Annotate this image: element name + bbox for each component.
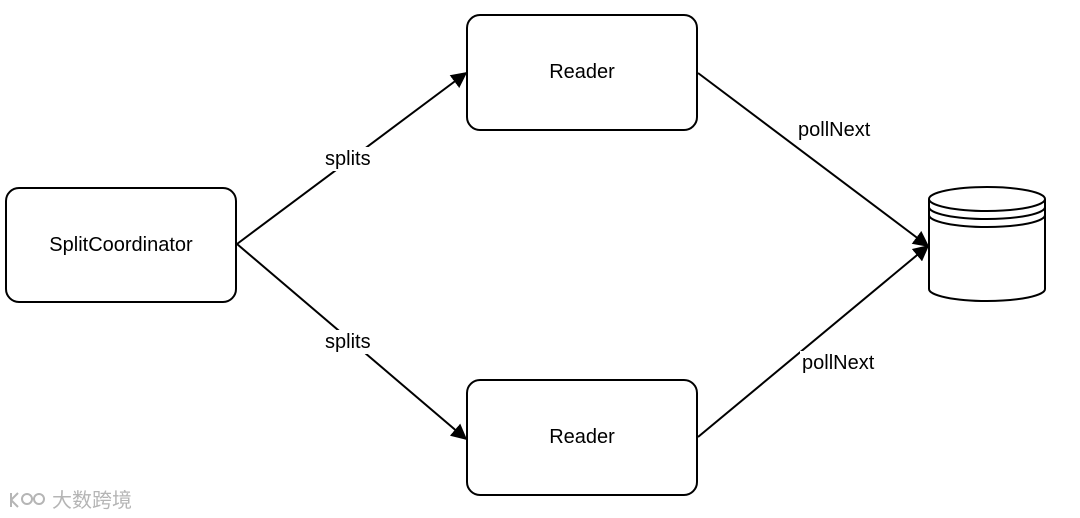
edge-label-pollnext-top: pollNext — [796, 118, 873, 142]
watermark-text: 大数跨境 — [52, 490, 132, 512]
split-coordinator-label: SplitCoordinator — [49, 233, 193, 256]
edge-label-splits-bottom: splits — [323, 330, 373, 354]
reader-top-label: Reader — [549, 61, 615, 83]
edge-reader-bottom-to-storage — [697, 244, 930, 438]
database-icon — [928, 186, 1046, 302]
split-coordinator-node: SplitCoordinator — [5, 187, 237, 303]
edge-reader-top-to-storage — [697, 72, 930, 247]
watermark: 大数跨境 — [8, 484, 132, 513]
reader-top-node: Reader — [466, 14, 698, 131]
edge-label-splits-top: splits — [323, 147, 373, 171]
reader-bottom-label: Reader — [549, 426, 615, 448]
reader-bottom-node: Reader — [466, 379, 698, 496]
edge-label-pollnext-bottom: pollNext — [800, 351, 877, 375]
brand-logo-icon — [10, 491, 45, 508]
